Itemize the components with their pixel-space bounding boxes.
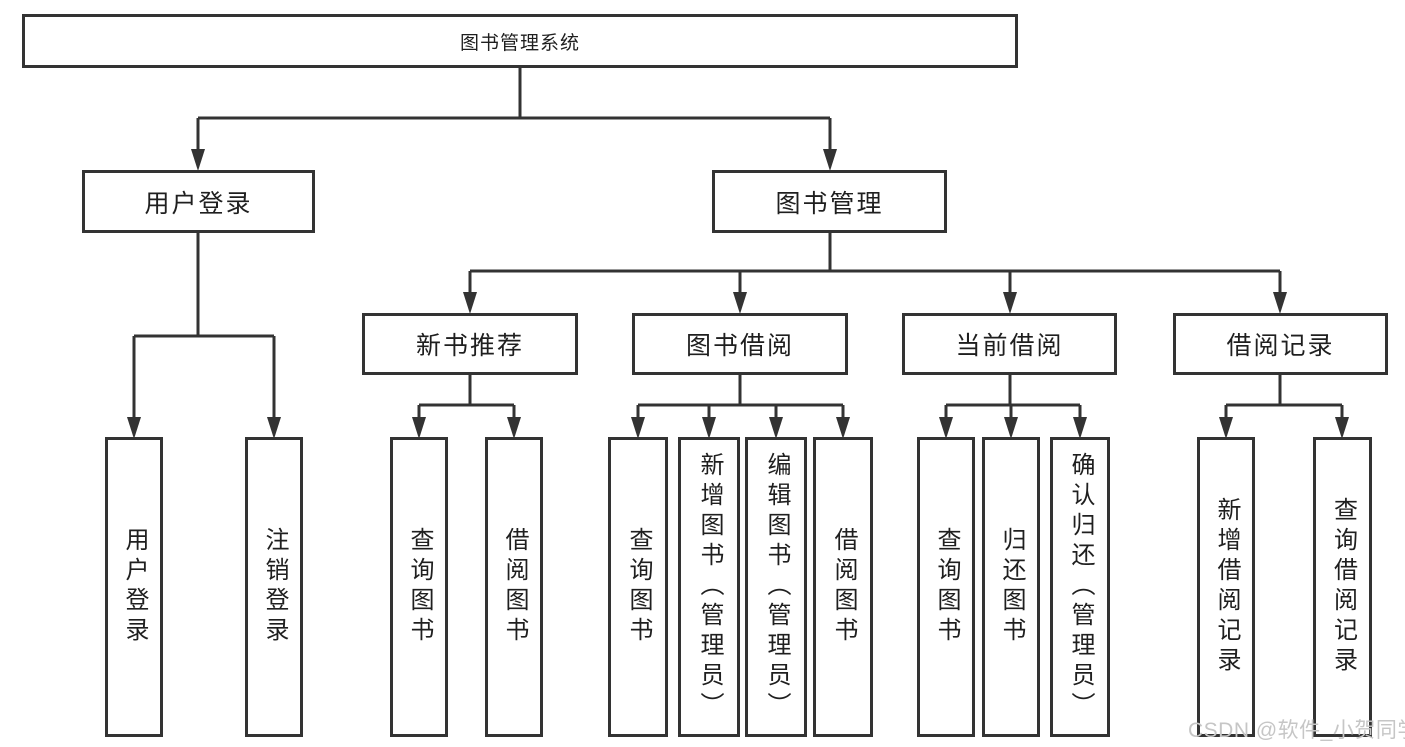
arrowhead (1004, 417, 1018, 439)
leaf-add-borrow-record: 新增借阅记录 (1197, 437, 1255, 737)
watermark-text: CSDN @软件_小贺同学 (1188, 719, 1405, 742)
connector-new-book-to-leaves (412, 375, 521, 439)
leaf-query-borrow-record-label: 查询借阅记录 (1329, 497, 1357, 677)
arrowhead (1273, 292, 1287, 314)
leaf-add-books-admin-label: 新增图书（管理员） (696, 452, 723, 722)
arrowhead (1073, 417, 1087, 439)
leaf-user-login: 用户登录 (105, 437, 163, 737)
leaf-query-books-borrow: 查询图书 (608, 437, 668, 737)
leaf-add-books-admin: 新增图书（管理员） (678, 437, 740, 737)
node-library-system-label: 图书管理系统 (459, 32, 580, 54)
arrowhead (127, 417, 141, 439)
arrowhead (1335, 417, 1349, 439)
leaf-user-login-label: 用户登录 (121, 527, 148, 647)
leaf-query-books-recommend: 查询图书 (390, 437, 448, 737)
arrowhead (939, 417, 953, 439)
leaf-confirm-return-admin-label: 确认归还（管理员） (1067, 452, 1094, 722)
node-library-system: 图书管理系统 (22, 14, 1018, 68)
node-book-management-label: 图书管理 (775, 189, 884, 218)
node-user-login: 用户登录 (82, 170, 315, 233)
arrowhead (463, 292, 477, 314)
node-book-borrow-label: 图书借阅 (685, 332, 794, 360)
node-current-borrow: 当前借阅 (902, 313, 1117, 375)
arrowhead (267, 417, 281, 439)
leaf-edit-books-admin: 编辑图书（管理员） (745, 437, 807, 737)
node-new-book-recommend-label: 新书推荐 (415, 332, 524, 360)
leaf-return-books-label: 归还图书 (998, 527, 1025, 647)
leaf-query-books-current-label: 查询图书 (933, 527, 960, 647)
arrowhead (507, 417, 521, 439)
arrowhead (412, 417, 426, 439)
arrowhead (823, 149, 837, 171)
arrowhead (1003, 292, 1017, 314)
leaf-query-books-borrow-label: 查询图书 (625, 527, 652, 647)
arrowhead (631, 417, 645, 439)
connector-book-borrow-to-leaves (631, 375, 850, 439)
arrowhead (702, 417, 716, 439)
connector-current-borrow-to-leaves (939, 375, 1087, 439)
arrowhead (1219, 417, 1233, 439)
leaf-query-books-current: 查询图书 (917, 437, 975, 737)
leaf-return-books: 归还图书 (982, 437, 1040, 737)
arrowhead (191, 149, 205, 171)
leaf-borrow-books-label: 借阅图书 (830, 527, 857, 647)
connector-root-to-level2 (191, 68, 837, 171)
node-new-book-recommend: 新书推荐 (362, 313, 578, 375)
node-book-borrow: 图书借阅 (632, 313, 848, 375)
leaf-borrow-books-recommend-label: 借阅图书 (501, 527, 528, 647)
arrowhead (733, 292, 747, 314)
leaf-confirm-return-admin: 确认归还（管理员） (1050, 437, 1110, 737)
node-book-management: 图书管理 (712, 170, 947, 233)
connector-borrow-record-to-leaves (1219, 375, 1349, 439)
connector-user-login-to-leaves (127, 233, 281, 439)
node-borrow-record-label: 借阅记录 (1226, 332, 1335, 360)
node-borrow-record: 借阅记录 (1173, 313, 1388, 375)
leaf-add-borrow-record-label: 新增借阅记录 (1213, 497, 1240, 677)
leaf-borrow-books: 借阅图书 (813, 437, 873, 737)
arrowhead (769, 417, 783, 439)
leaf-query-books-recommend-label: 查询图书 (406, 527, 433, 647)
connector-book-mgmt-to-level3 (463, 233, 1287, 314)
arrowhead (836, 417, 850, 439)
leaf-logout: 注销登录 (245, 437, 303, 737)
leaf-borrow-books-recommend: 借阅图书 (485, 437, 543, 737)
leaf-query-borrow-record: 查询借阅记录 (1313, 437, 1372, 737)
leaf-logout-label: 注销登录 (261, 527, 288, 647)
node-user-login-label: 用户登录 (144, 189, 253, 218)
node-current-borrow-label: 当前借阅 (955, 332, 1064, 360)
leaf-edit-books-admin-label: 编辑图书（管理员） (763, 452, 790, 722)
